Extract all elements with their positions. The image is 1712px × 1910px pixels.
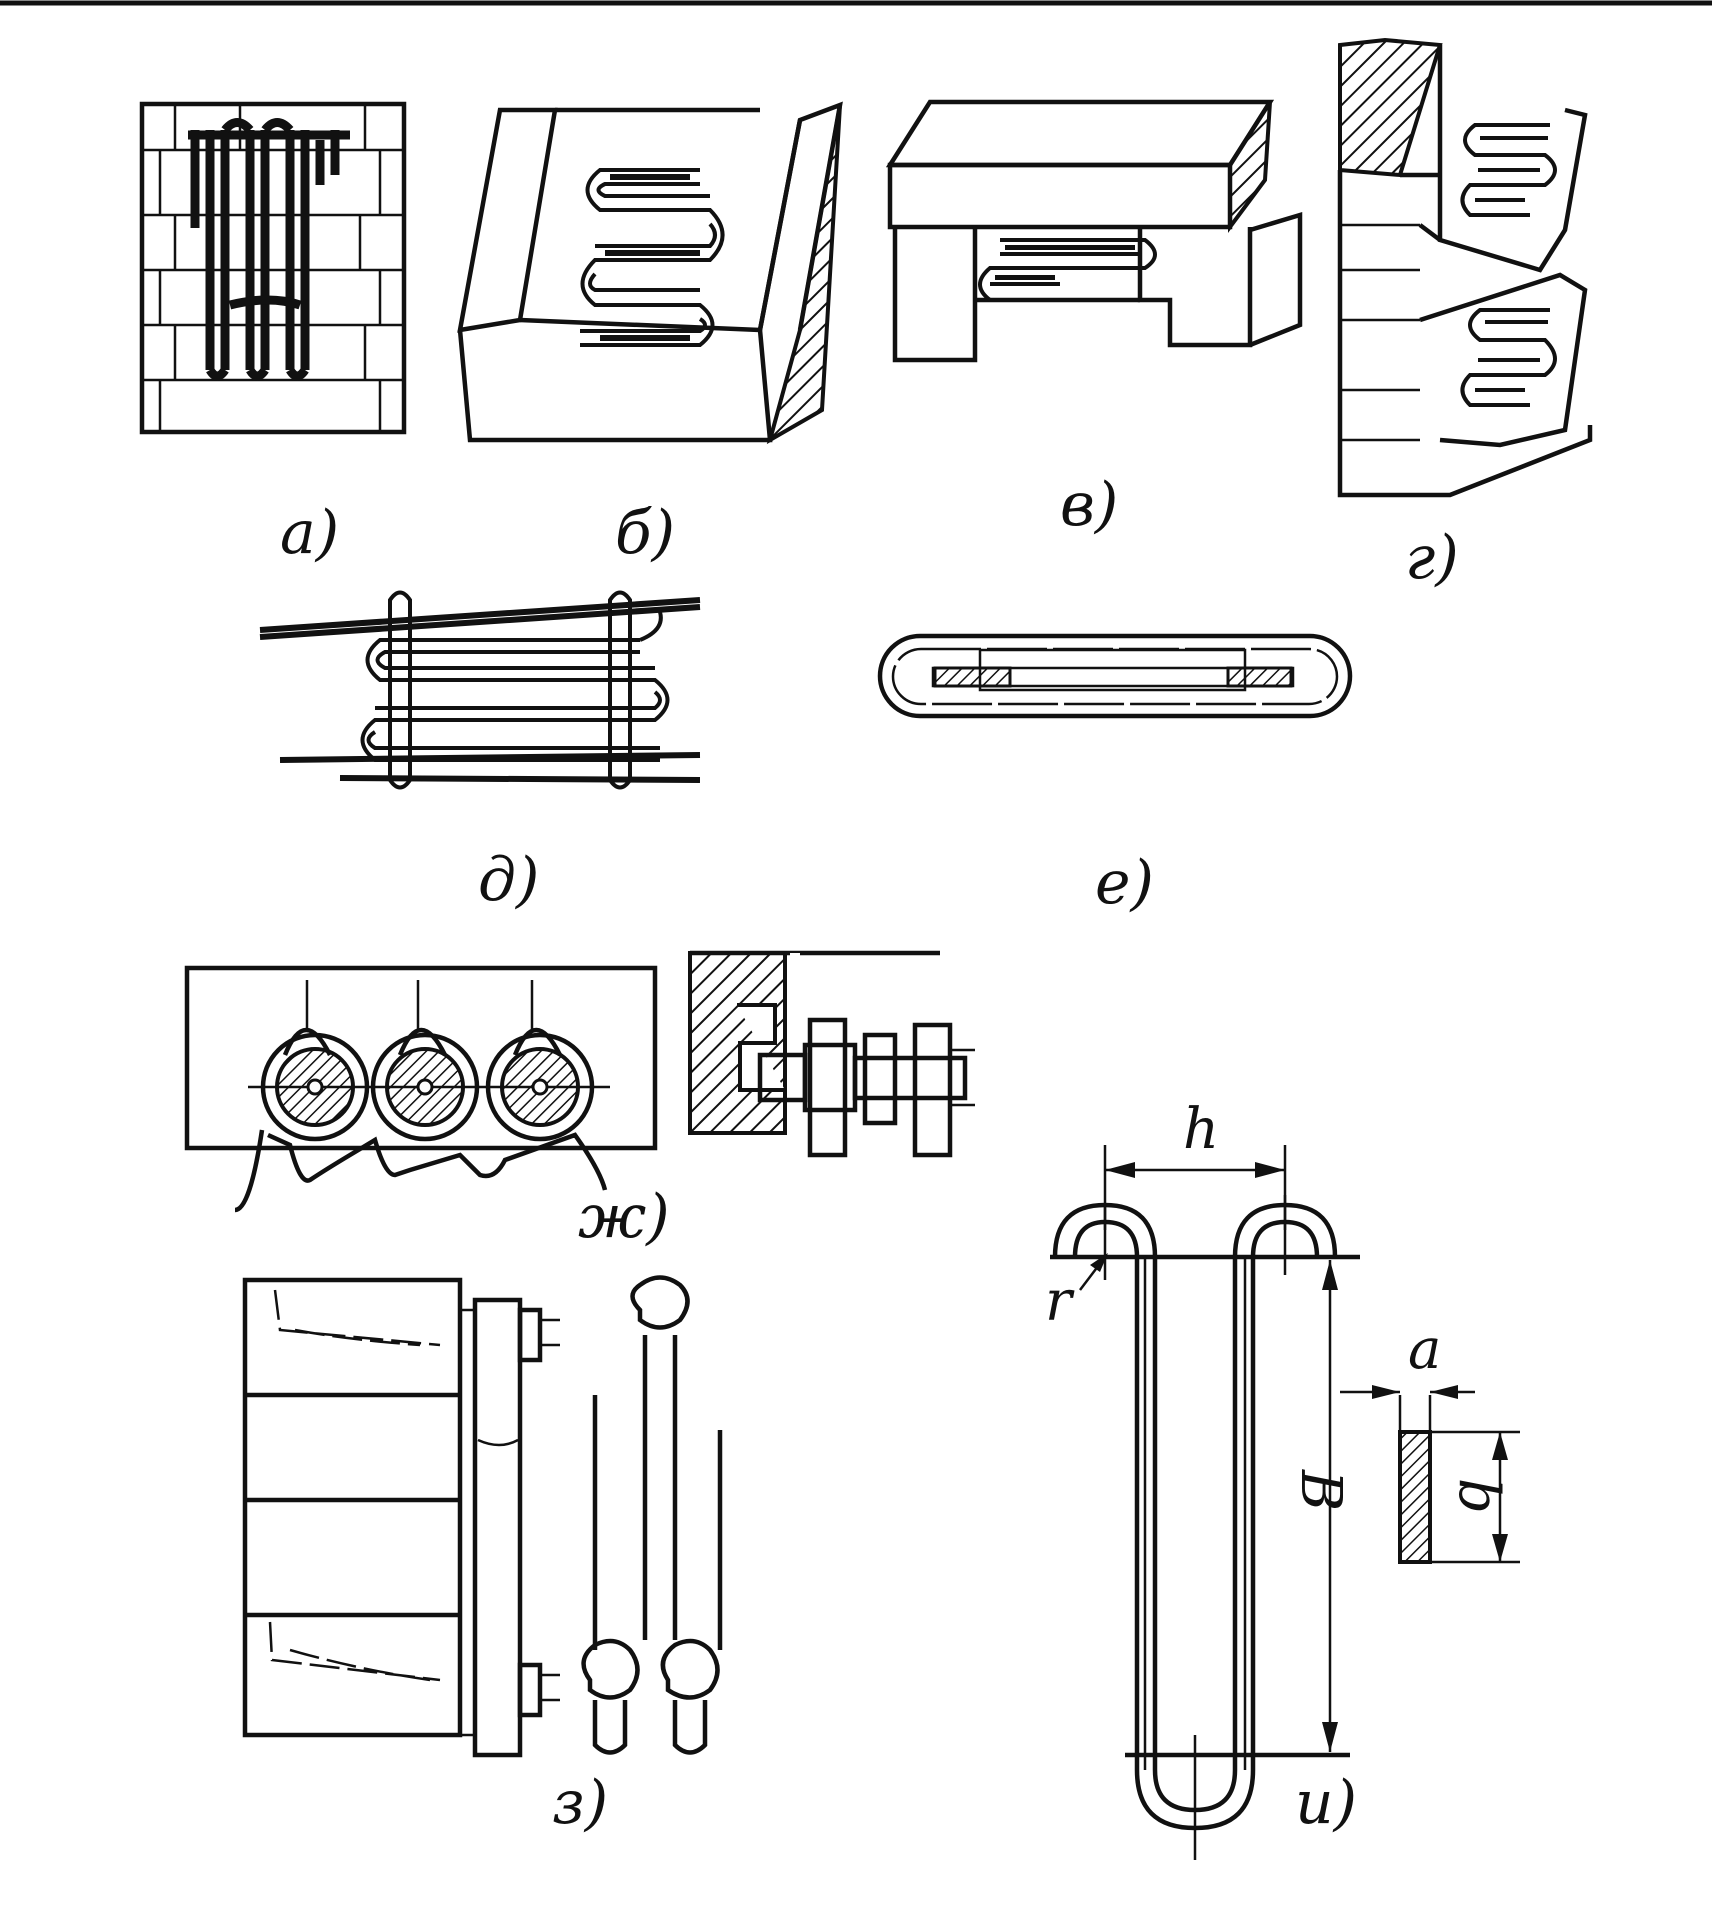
dim-label-h: h: [1183, 1097, 1219, 1162]
panel-z-rod-heater: з): [242, 1275, 723, 1838]
dim-label-r: r: [1045, 1269, 1075, 1334]
panel-a-wall-mounted-heater: а): [139, 101, 407, 568]
caption-d: д): [478, 845, 539, 915]
panel-d-hook-rack-coil: д): [259, 590, 701, 915]
caption-z: з): [552, 1768, 608, 1838]
panel-v-roof-suspended-heater: в): [885, 99, 1303, 540]
caption-zh: ж): [578, 1182, 670, 1252]
rod-heater-bulbs: [581, 1275, 723, 1755]
ceramic-tube-1: [260, 980, 370, 1142]
panel-e-tube-enclosed-heater: е): [877, 633, 1353, 918]
panel-b-channel-block-heater: б): [457, 101, 843, 568]
dim-label-a: a: [1408, 1317, 1441, 1382]
caption-i: и): [1295, 1768, 1357, 1838]
caption-a: а): [280, 498, 339, 568]
caption-e: е): [1095, 848, 1154, 918]
caption-b: б): [615, 498, 675, 568]
panel-i-strip-loop-dimensions: h r B a b и): [1045, 1097, 1520, 1860]
caption-v: в): [1060, 470, 1118, 540]
dim-label-B: B: [1288, 1469, 1353, 1511]
ceramic-tube-3: [485, 980, 595, 1142]
panel-zh-ceramic-tube-heater: ж): [184, 950, 975, 1252]
caption-g: г): [1405, 523, 1459, 593]
dim-label-b: b: [1446, 1478, 1511, 1514]
panel-g-shelf-heater: г): [1337, 37, 1593, 593]
ceramic-tube-2: [370, 980, 480, 1142]
